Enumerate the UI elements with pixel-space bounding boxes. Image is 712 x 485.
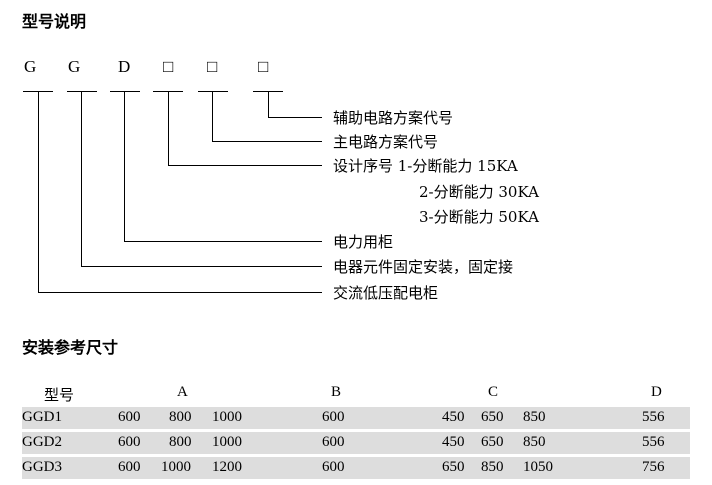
row1-c1: 450 xyxy=(442,409,465,425)
connector-aux-circuit xyxy=(268,91,322,118)
connector-component-fix xyxy=(81,91,322,267)
desc-design-line2: 2-分断能力 30KA xyxy=(419,183,539,201)
header-model: 型号 xyxy=(44,388,75,404)
desc-power-cabinet: 电力用柜 xyxy=(333,233,394,251)
row3-a1: 600 xyxy=(118,459,141,475)
code-char-3: D xyxy=(118,57,131,76)
row2-a3: 1000 xyxy=(212,434,242,450)
row1-c2: 650 xyxy=(481,409,504,425)
connector-lv-cabinet xyxy=(38,91,322,293)
connector-power-cabinet xyxy=(124,91,322,242)
code-char-1: G xyxy=(24,57,37,76)
table-row xyxy=(22,432,690,454)
row2-c3: 850 xyxy=(523,434,546,450)
row3-a3: 1200 xyxy=(212,459,242,475)
row1-b: 600 xyxy=(322,409,345,425)
row3-c1: 650 xyxy=(442,459,465,475)
code-char-6: □ xyxy=(258,57,269,76)
header-c: C xyxy=(488,384,499,400)
row2-c1: 450 xyxy=(442,434,465,450)
connector-design-number xyxy=(168,91,322,166)
desc-aux-circuit: 辅助电路方案代号 xyxy=(333,109,454,127)
desc-main-circuit: 主电路方案代号 xyxy=(333,133,439,151)
row3-c2: 850 xyxy=(481,459,504,475)
desc-design-line3: 3-分断能力 50KA xyxy=(419,208,539,226)
model-section-title: 型号说明 xyxy=(22,12,87,31)
header-b: B xyxy=(331,384,342,400)
row3-d: 756 xyxy=(642,459,665,475)
code-char-5: □ xyxy=(207,57,218,76)
table-row xyxy=(22,457,690,479)
desc-component-fix: 电器元件固定安装，固定接 xyxy=(333,258,514,276)
table-row xyxy=(22,407,690,429)
row1-a1: 600 xyxy=(118,409,141,425)
row2-a2: 800 xyxy=(169,434,192,450)
model-code-diagram xyxy=(23,91,322,293)
row3-model: GGD3 xyxy=(22,459,62,475)
row2-c2: 650 xyxy=(481,434,504,450)
row1-model: GGD1 xyxy=(22,409,62,425)
header-d: D xyxy=(651,384,662,400)
header-a: A xyxy=(177,384,188,400)
row2-d: 556 xyxy=(642,434,665,450)
row1-c3: 850 xyxy=(523,409,546,425)
row1-d: 556 xyxy=(642,409,665,425)
row2-a1: 600 xyxy=(118,434,141,450)
desc-lv-cabinet: 交流低压配电柜 xyxy=(333,284,439,302)
row3-b: 600 xyxy=(322,459,345,475)
code-char-2: G xyxy=(68,57,81,76)
row1-a2: 800 xyxy=(169,409,192,425)
desc-design-line1: 设计序号 1-分断能力 15KA xyxy=(333,157,518,175)
row2-model: GGD2 xyxy=(22,434,62,450)
row2-b: 600 xyxy=(322,434,345,450)
row3-c3: 1050 xyxy=(523,459,553,475)
row1-a3: 1000 xyxy=(212,409,242,425)
code-char-4: □ xyxy=(163,57,174,76)
row3-a2: 1000 xyxy=(161,459,191,475)
dimensions-section-title: 安装参考尺寸 xyxy=(22,338,119,357)
connector-main-circuit xyxy=(212,91,322,142)
